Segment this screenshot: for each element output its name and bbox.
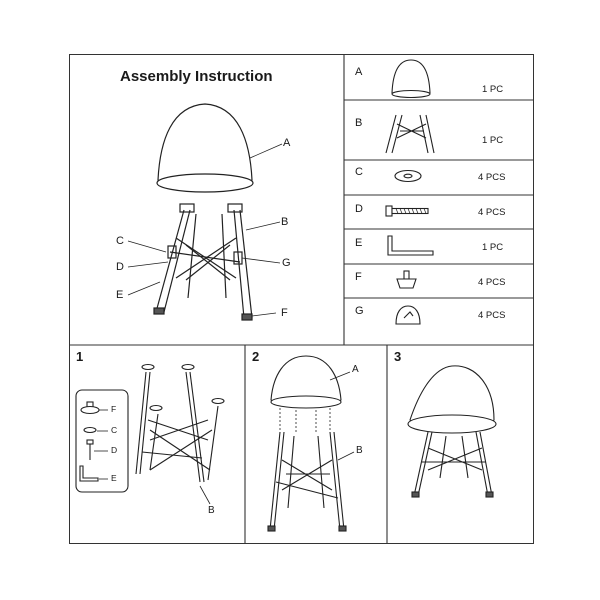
chair-seat-icon — [391, 59, 431, 99]
leg-frame-icon — [385, 114, 435, 154]
callout-c: C — [116, 235, 124, 247]
step1-drawing — [75, 363, 225, 505]
step2-callout-b: B — [356, 445, 363, 456]
callout-g: G — [282, 257, 291, 269]
step1-callout-e: E — [111, 473, 117, 483]
step1-callout-c: C — [111, 425, 118, 435]
step1-callout-b: B — [208, 505, 215, 516]
step1-callout-f: F — [111, 404, 117, 414]
overview-leg-frame — [153, 203, 253, 321]
bolt-icon — [385, 205, 429, 217]
step2-drawing — [267, 355, 355, 532]
overview-chair-shell — [156, 103, 254, 193]
part-letter: G — [355, 305, 364, 317]
step-number: 3 — [394, 349, 402, 364]
callout-d: D — [116, 261, 124, 273]
step1-callout-d: D — [111, 445, 118, 455]
part-qty: 1 PC — [482, 84, 504, 95]
step2-callout-a: A — [352, 364, 359, 375]
part-letter: E — [355, 237, 363, 249]
allen-key-icon — [387, 235, 434, 256]
callout-a: A — [283, 137, 291, 149]
part-qty: 1 PC — [482, 242, 504, 253]
step3-drawing — [407, 365, 497, 498]
washer-icon — [394, 169, 422, 183]
step-number: 1 — [76, 349, 84, 364]
part-qty: 4 PCS — [478, 207, 506, 218]
instruction-sheet — [69, 54, 534, 544]
part-letter: B — [355, 117, 363, 129]
part-qty: 4 PCS — [478, 310, 506, 321]
overview-leaders — [127, 143, 283, 317]
callout-e: E — [116, 289, 124, 301]
page-title: Assembly Instruction — [120, 68, 273, 85]
hardware-inset-box — [75, 389, 129, 493]
callout-f: F — [281, 307, 288, 319]
callout-b: B — [281, 216, 289, 228]
foot-cap-icon — [396, 270, 417, 289]
part-letter: D — [355, 203, 363, 215]
part-qty: 1 PC — [482, 135, 504, 146]
part-letter: F — [355, 271, 362, 283]
step-number: 2 — [252, 349, 260, 364]
part-qty: 4 PCS — [478, 277, 506, 288]
part-letter: A — [355, 66, 363, 78]
part-letter: C — [355, 166, 363, 178]
cover-cap-icon — [395, 305, 421, 325]
part-qty: 4 PCS — [478, 172, 506, 183]
